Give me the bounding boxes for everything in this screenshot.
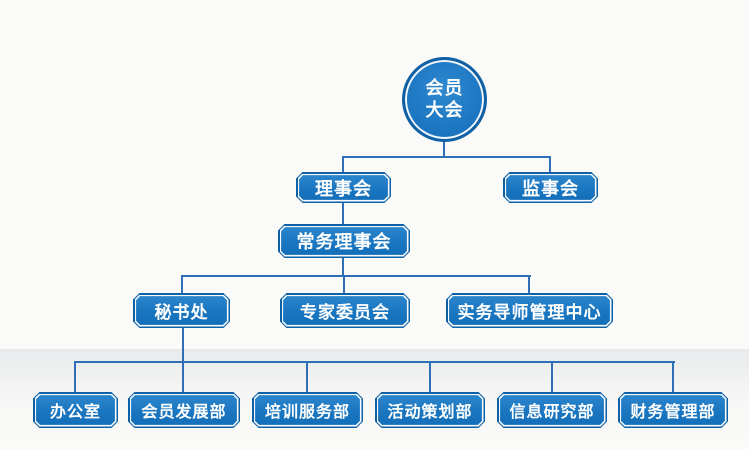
connector-to-research-dept: [551, 362, 553, 392]
org-node-secretariat: 秘书处: [133, 293, 230, 328]
connector-level4-horizontal: [181, 275, 531, 277]
org-node-training-dept-label: 培训服务部: [264, 404, 350, 421]
connector-level5-horizontal: [74, 361, 675, 363]
org-node-members-assembly-label-line1: 会员: [425, 78, 464, 99]
connector-to-mentor-center: [528, 276, 530, 293]
org-node-training-dept: 培训服务部: [252, 392, 363, 428]
org-node-supervisory-board-label: 监事会: [522, 178, 579, 199]
org-node-expert-committee-label: 专家委员会: [300, 303, 390, 322]
org-node-standing-council: 常务理事会: [278, 224, 410, 258]
org-node-council: 理事会: [296, 172, 391, 203]
connector-root-stem: [443, 140, 445, 157]
org-node-event-dept-label: 活动策划部: [387, 404, 473, 421]
connector-to-supervisory: [549, 157, 551, 172]
connector-standing-stem: [342, 258, 344, 277]
org-node-research-dept: 信息研究部: [497, 392, 607, 428]
org-node-members-assembly-label-line2: 大会: [425, 99, 464, 120]
org-node-finance-dept: 财务管理部: [618, 392, 728, 428]
org-node-finance-dept-label: 财务管理部: [630, 404, 716, 421]
connector-to-council: [342, 157, 344, 172]
connector-to-secretariat: [181, 276, 183, 293]
org-node-council-label: 理事会: [315, 178, 372, 199]
org-node-mentor-center-label: 实务导师管理中心: [457, 303, 602, 322]
org-node-office-label: 办公室: [49, 404, 101, 421]
org-node-standing-council-label: 常务理事会: [296, 232, 392, 252]
org-node-office: 办公室: [33, 392, 118, 428]
org-node-expert-committee: 专家委员会: [280, 293, 410, 328]
org-node-membership-dept-label: 会员发展部: [141, 404, 227, 421]
connector-to-office: [74, 362, 76, 392]
connector-to-expert-committee: [343, 276, 345, 293]
org-node-secretariat-label: 秘书处: [154, 303, 209, 322]
org-node-event-dept: 活动策划部: [375, 392, 485, 428]
connector-council-to-standing: [342, 203, 344, 224]
connector-level2-horizontal: [342, 156, 551, 158]
connector-to-finance-dept: [672, 362, 674, 392]
org-node-mentor-center: 实务导师管理中心: [446, 293, 613, 328]
connector-to-training-dept: [306, 362, 308, 392]
org-node-research-dept-label: 信息研究部: [509, 404, 595, 421]
connector-to-event-dept: [429, 362, 431, 392]
connector-secretariat-stem: [182, 328, 184, 392]
org-node-members-assembly: 会员 大会: [402, 57, 487, 142]
org-node-supervisory-board: 监事会: [503, 172, 598, 203]
org-node-membership-dept: 会员发展部: [128, 392, 240, 428]
